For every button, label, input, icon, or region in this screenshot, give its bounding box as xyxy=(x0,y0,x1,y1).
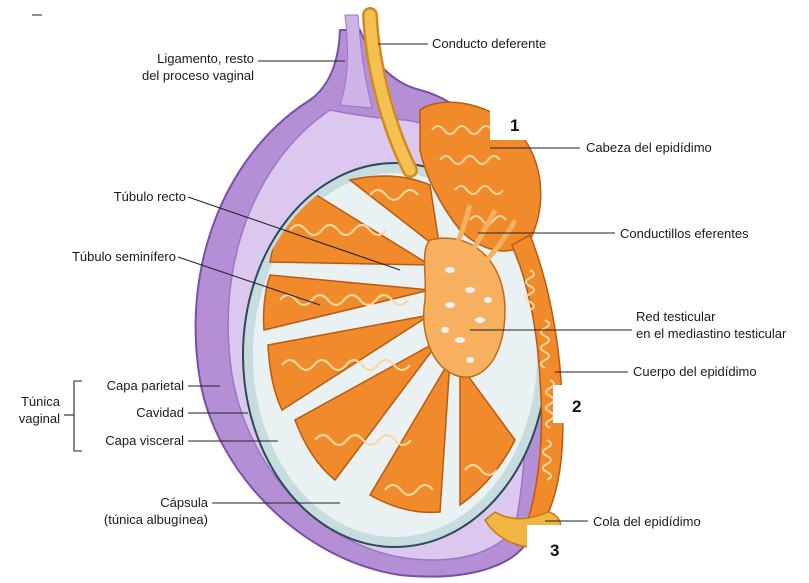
label-red-testicular-line1: Red testicular xyxy=(636,309,716,324)
label-conducto-deferente: Conducto deferente xyxy=(432,36,546,51)
label-conductillos-eferentes: Conductillos eferentes xyxy=(620,226,749,241)
label-cuerpo-epididimo: Cuerpo del epidídimo xyxy=(633,364,757,379)
label-cola-epididimo: Cola del epidídimo xyxy=(593,514,701,529)
label-ligamento-line2: del proceso vaginal xyxy=(142,68,254,83)
marker-1: 1 xyxy=(510,116,519,135)
label-cabeza-epididimo: Cabeza del epidídimo xyxy=(586,140,712,155)
marker-3: 3 xyxy=(550,541,559,560)
label-tubulo-recto: Túbulo recto xyxy=(114,189,186,204)
label-capa-parietal: Capa parietal xyxy=(107,378,184,393)
label-capa-visceral: Capa visceral xyxy=(105,433,184,448)
label-tunica-line2: vaginal xyxy=(19,411,60,426)
label-tubulo-seminifero: Túbulo seminífero xyxy=(72,249,176,264)
marker-2: 2 xyxy=(572,397,581,416)
label-capsula-line2: (túnica albugínea) xyxy=(104,512,208,527)
label-red-testicular-line2: en el mediastino testicular xyxy=(636,326,787,341)
label-cavidad: Cavidad xyxy=(136,405,184,420)
tunica-bracket xyxy=(74,381,82,451)
label-ligamento-line1: Ligamento, resto xyxy=(157,51,254,66)
label-tunica-line1: Túnica xyxy=(21,394,61,409)
label-capsula-line1: Cápsula xyxy=(160,495,208,510)
